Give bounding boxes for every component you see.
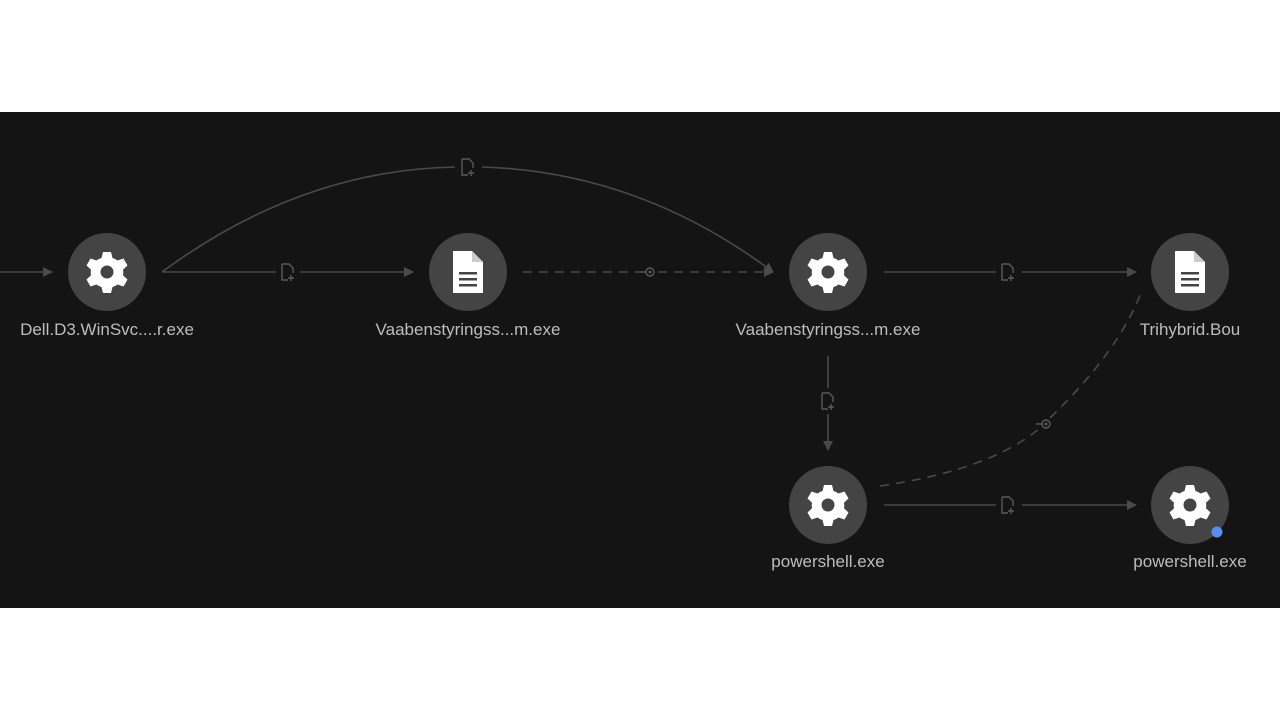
node-label: powershell.exe <box>771 552 885 571</box>
node-vaaben-process[interactable] <box>789 233 867 311</box>
node-label: powershell.exe <box>1133 552 1247 571</box>
process-graph-canvas[interactable] <box>0 112 1280 608</box>
graph-svg <box>0 158 1229 544</box>
node-vaaben-file[interactable] <box>429 233 507 311</box>
execute-icon <box>639 267 655 277</box>
node-label: Trihybrid.Bou <box>1139 320 1241 339</box>
file-write-icon <box>281 263 295 282</box>
execute-icon <box>1035 419 1051 429</box>
edge-dell-to-vaaben-file[interactable] <box>162 264 413 281</box>
edge-powershell-to-trihybrid[interactable] <box>879 289 1143 487</box>
file-write-icon <box>821 392 835 411</box>
node-powershell-1[interactable] <box>789 466 867 544</box>
file-write-icon <box>1001 496 1015 515</box>
node-dell-process[interactable] <box>68 233 146 311</box>
edge-vaaben-to-trihybrid[interactable] <box>884 264 1136 281</box>
edge-vaaben-to-powershell[interactable] <box>822 356 834 450</box>
node-label: Vaabenstyringss...m.exe <box>735 320 921 339</box>
edge-dell-to-vaaben-process[interactable] <box>161 158 773 272</box>
edge-powershell-to-powershell[interactable] <box>884 497 1136 514</box>
node-trihybrid-file[interactable] <box>1151 233 1229 311</box>
file-write-icon <box>461 158 475 177</box>
node-powershell-2[interactable] <box>1151 466 1229 544</box>
file-write-icon <box>1001 263 1015 282</box>
status-dot <box>1211 526 1223 538</box>
node-label: Vaabenstyringss...m.exe <box>375 320 561 339</box>
node-label: Dell.D3.WinSvc....r.exe <box>20 320 194 339</box>
edge-file-to-process[interactable] <box>523 268 773 276</box>
